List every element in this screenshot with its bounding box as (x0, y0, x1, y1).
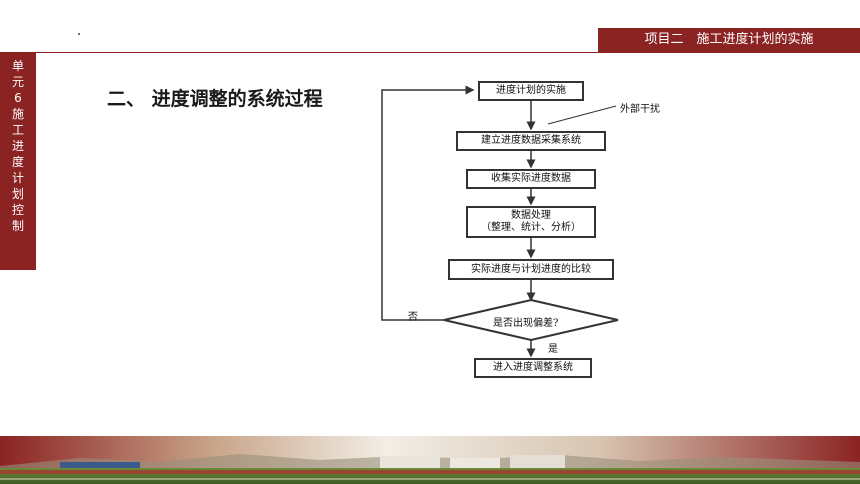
external-disturbance-label: 外部干扰 (620, 104, 660, 115)
yes-label: 是 (548, 344, 558, 355)
footer-campus-photo (0, 436, 860, 484)
flowchart-connectors (381, 85, 619, 358)
node-plan-implementation: 进度计划的实施 (478, 81, 584, 101)
flowchart: 进度计划的实施 建立进度数据采集系统 收集实际进度数据 数据处理 （整理、统计、… (378, 72, 668, 384)
project-title: 项目二 施工进度计划的实施 (644, 32, 814, 47)
section-title: 二、 进度调整的系统过程 (107, 88, 323, 110)
node-data-processing-title: 数据处理 (511, 210, 551, 221)
unit-sidebar: 单元6施工进度计划控制 (0, 52, 36, 270)
node-enter-adjustment: 进入进度调整系统 (474, 358, 592, 378)
node-data-collection-system: 建立进度数据采集系统 (456, 131, 606, 151)
node-deviation-decision: 是否出现偏差? (493, 318, 559, 329)
decorative-dot (78, 33, 80, 35)
header-divider (0, 52, 860, 53)
no-loop-arrow (381, 85, 475, 321)
node-data-processing: 数据处理 （整理、统计、分析） (466, 206, 596, 238)
node-data-processing-detail: （整理、统计、分析） (481, 222, 581, 233)
external-disturbance-line (547, 105, 617, 125)
unit-label: 单元6施工进度计划控制 (11, 59, 24, 233)
decision-diamond (443, 298, 619, 342)
no-label: 否 (408, 312, 418, 323)
node-collect-actual-data: 收集实际进度数据 (466, 169, 596, 189)
campus-banner-image (0, 436, 860, 484)
node-compare-progress: 实际进度与计划进度的比较 (448, 259, 614, 280)
header-bar: 项目二 施工进度计划的实施 (598, 28, 860, 52)
